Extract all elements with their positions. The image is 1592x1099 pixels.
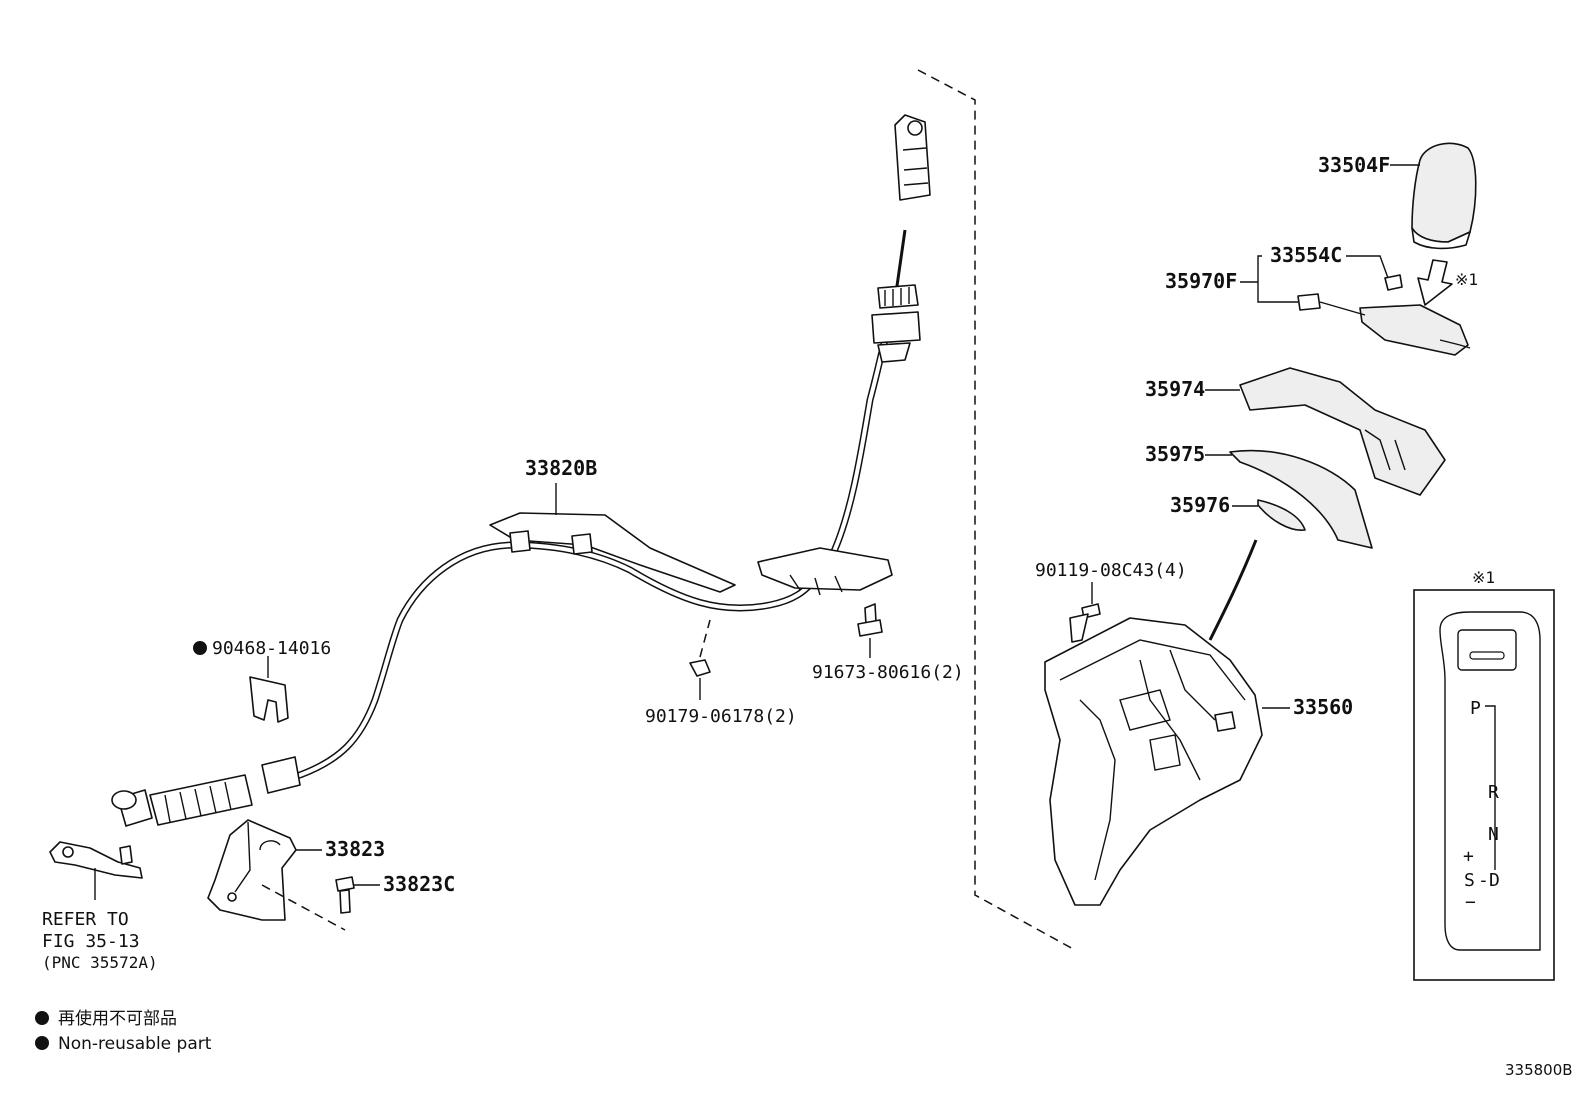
label-35974: 35974 [1145,377,1205,401]
label-90468: 90468-14016 [212,638,331,659]
label-33823: 33823 [325,837,385,861]
label-33823C: 33823C [383,872,455,896]
refer-line-3: (PNC 35572A) [42,953,158,972]
indicator-minus: − [1465,892,1476,913]
legend-line-en: Non-reusable part [58,1034,212,1054]
plate-35975 [1229,449,1373,549]
indicator-s: S [1464,870,1475,891]
indicator-dash: - [1478,870,1489,891]
label-33560: 33560 [1293,695,1353,719]
shift-indicator-inset [1413,589,1555,981]
legend-dot-icon-2 [35,1036,49,1050]
label-90179: 90179-06178(2) [645,706,797,727]
refer-line-2: FIG 35-13 [42,931,140,952]
label-35970F: 35970F [1165,269,1237,293]
indicator-plus: + [1463,846,1474,867]
indicator-r: R [1488,782,1499,803]
label-33504F: 33504F [1318,153,1390,177]
shift-lever-assembly-33560 [1044,539,1263,906]
leader-33554C [1346,255,1389,279]
refer-line-1: REFER TO [42,909,129,930]
legend-line-jp: 再使用不可部品 [58,1008,177,1029]
leader-35970F [1257,255,1298,303]
figure-id: 335800B [1505,1061,1573,1079]
cover-35974 [1239,367,1446,496]
bolt-33823C [335,876,355,914]
label-35975: 35975 [1145,442,1205,466]
assembly-outline [917,69,1076,951]
legend-dot-icon [35,1011,49,1025]
indicator-d: D [1489,870,1500,891]
shift-indicator-35970F [1297,274,1471,356]
label-91673: 91673-80616(2) [812,662,964,683]
shift-cable-assembly [111,114,931,827]
bracket-33823 [207,819,346,931]
bolt-90119 [1069,603,1101,643]
label-33820B: 33820B [525,456,597,480]
shift-knob-33504F [1411,142,1477,250]
lever-pin-reference [49,841,143,879]
note-ref-box: ※1 [1472,568,1495,587]
label-90119: 90119-08C43(4) [1035,560,1187,581]
install-arrow-icon [1417,259,1453,306]
bolt-91673 [857,603,883,637]
indicator-p: P [1470,698,1481,719]
clip-90468 [249,676,289,723]
label-35976: 35976 [1170,493,1230,517]
label-33554C: 33554C [1270,243,1342,267]
legend: 再使用不可部品 Non-reusable part [35,1008,212,1054]
plate-35976 [1257,499,1306,531]
note-ref-arrow: ※1 [1455,270,1478,289]
nut-90179 [689,619,711,677]
indicator-n: N [1488,824,1499,845]
non-reusable-marker-icon [193,641,207,655]
